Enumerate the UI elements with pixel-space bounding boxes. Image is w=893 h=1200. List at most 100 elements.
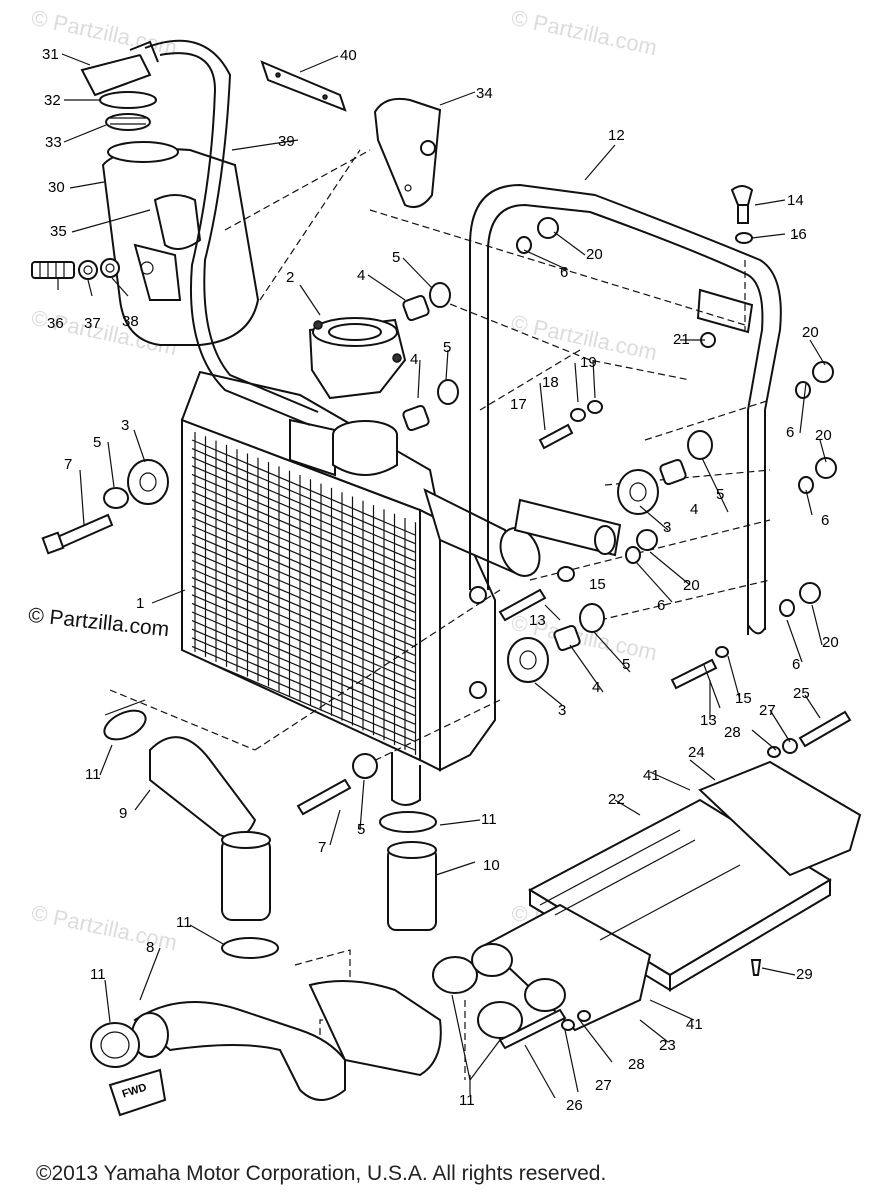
callout-label: 7 [318,839,327,856]
callout-leader-line [754,199,786,206]
grille-tube [191,577,416,674]
grille-tube [191,508,416,605]
callout-label: 20 [802,324,819,341]
grille-tube [191,448,416,545]
callout-leader-line [751,729,777,751]
callout-leader-line [524,1044,556,1099]
callout-leader-line [564,1029,579,1093]
overflow-hose [144,39,319,426]
callout-leader-line [107,441,115,488]
callout-leader-line [689,759,716,781]
callout-label: 16 [790,226,807,243]
callout-leader-line [111,277,129,297]
callout-leader-line [544,604,561,621]
callout-label: 5 [622,656,631,673]
callout-label: 12 [608,127,625,144]
callout-leader-line [151,589,186,604]
callout-leader-line [584,144,616,181]
callout-leader-line [727,655,741,701]
grille-tube [191,499,416,596]
callout-label: 4 [690,501,699,518]
hose-clip-bracket [260,60,347,112]
grille-tube [191,628,416,725]
callout-label: 6 [657,597,666,614]
callout-label: 17 [510,396,527,413]
hoses-and-clamps [90,699,523,1117]
callout-leader-line [99,744,113,776]
upper-bracket [373,97,442,208]
callout-label: 8 [146,939,155,956]
callout-leader-line [649,999,695,1021]
callout-label: 34 [476,85,493,102]
callout-leader-line [649,551,691,586]
callout-leader-line [71,209,151,233]
reservoir-cap [80,40,159,131]
callout-leader-line [87,279,93,297]
callout-label: 5 [392,249,401,266]
callout-label: 6 [821,512,830,529]
callout-label: 4 [410,351,419,368]
callout-label: 26 [566,1097,583,1114]
callout-label: 5 [93,434,102,451]
callout-label: 22 [608,791,625,808]
callout-label: 37 [84,315,101,332]
callout-label: 18 [542,374,559,391]
grille-tube [191,585,416,682]
callout-label: 6 [786,424,795,441]
callout-label: 14 [787,192,804,209]
callout-label: 38 [122,313,139,330]
callout-label: 5 [716,486,725,503]
callout-label: 6 [560,264,569,281]
callout-leader-line [417,359,421,399]
callout-label: 15 [735,690,752,707]
callout-leader-line [402,257,433,289]
callout-leader-line [811,604,823,646]
callout-leader-line [635,561,673,603]
callout-leaders [57,53,827,1099]
callout-label: 32 [44,92,61,109]
callout-label: 20 [815,427,832,444]
callout-label: 3 [558,702,567,719]
grille-tube [191,525,416,622]
callout-leader-line [569,644,604,693]
callout-leader-line [799,382,807,434]
callout-label: 11 [90,966,106,983]
callout-label: 4 [592,679,601,696]
grille-tube [191,620,416,717]
grille-tube [191,516,416,613]
callout-label: 29 [796,966,813,983]
callout-label: 36 [47,315,64,332]
assembly-leader-lines [109,149,771,1080]
callout-label: 5 [357,821,366,838]
callout-label: 41 [643,767,660,784]
callout-leader-line [104,979,111,1023]
callout-leader-line [523,249,569,271]
grille-tube [191,482,416,579]
callout-label: 11 [459,1092,475,1109]
callout-leader-line [703,664,721,709]
callout-leader-line [649,771,691,791]
callout-label: 28 [724,724,741,741]
callout-label: 27 [759,702,776,719]
callout-leader-line [769,709,791,743]
callout-leader-line [793,235,799,238]
callout-leader-line [701,457,729,513]
callout-label: 20 [683,577,700,594]
grille-tube [191,611,416,708]
callout-leader-line [805,489,813,516]
callout-leader-line [61,53,91,66]
callout-leader-line [439,819,481,826]
radiator-core [180,370,496,806]
callout-label: 23 [659,1037,676,1054]
callout-label: 24 [688,744,705,761]
callout-leader-line [79,469,85,526]
callout-label: 19 [580,354,597,371]
callout-label: 35 [50,223,67,240]
callout-leader-line [761,967,796,976]
callout-leader-line [133,429,146,463]
callout-label: 20 [822,634,839,651]
callout-label: 13 [700,712,717,729]
callout-label: 33 [45,134,62,151]
callout-leader-line [329,809,341,846]
